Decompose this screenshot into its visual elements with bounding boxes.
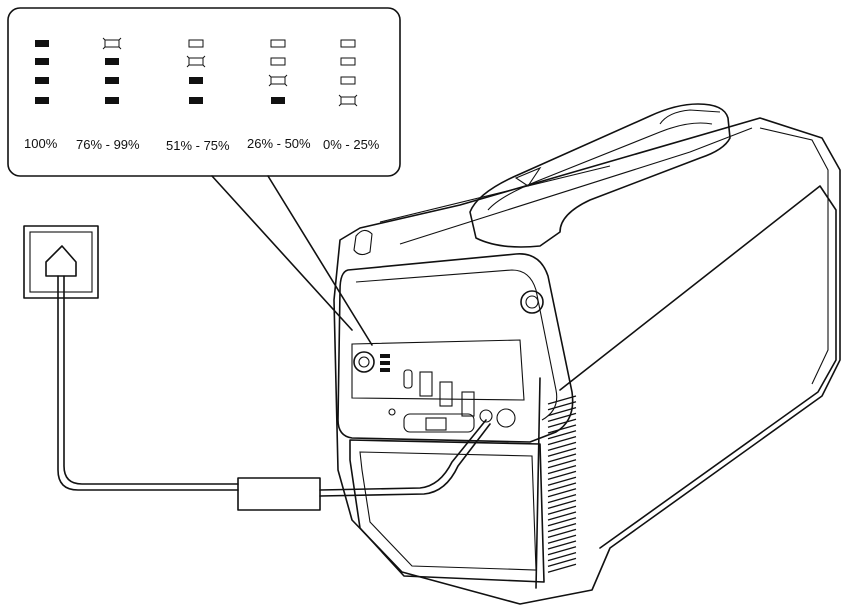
indicator-bar-solid: [105, 97, 119, 104]
indicator-bar-solid: [189, 97, 203, 104]
blink-mark: [118, 37, 122, 41]
level-label-1: 100%: [24, 136, 58, 151]
vent-slot: [547, 395, 577, 405]
indicator-bar-solid: [189, 77, 203, 84]
blink-mark: [102, 37, 106, 41]
blink-mark: [202, 64, 206, 68]
level-label-5: 0% - 25%: [323, 137, 380, 152]
vent-slot: [547, 499, 577, 510]
vent-slot: [547, 476, 577, 486]
blink-mark: [284, 83, 288, 87]
vent-slot: [547, 453, 577, 463]
power-adapter: [237, 477, 321, 511]
blink-mark: [186, 55, 190, 59]
vent-slot: [547, 424, 577, 434]
level-label-3: 51% - 75%: [166, 138, 230, 153]
battery-indicator-icon: [380, 354, 390, 372]
vent-slot: [547, 482, 577, 492]
vent-slot: [547, 430, 577, 440]
vent-slot: [547, 401, 577, 411]
vent-slot: [547, 459, 577, 469]
blink-mark: [268, 74, 272, 78]
indicator-bar-blink: [188, 57, 204, 66]
vent-slot: [547, 505, 577, 515]
indicator-bar-blink: [270, 76, 286, 85]
level-label-4: 26% - 50%: [247, 136, 311, 151]
vent-slot: [547, 522, 577, 533]
output-ports: [388, 369, 516, 433]
vent-slot: [547, 447, 577, 457]
battery-level-legend: [7, 7, 401, 177]
charging-cable: [57, 275, 491, 511]
side-vents: [547, 395, 577, 573]
blink-mark: [354, 103, 358, 107]
level-label-2: 76% - 99%: [76, 137, 140, 152]
indicator-bar-solid: [105, 58, 119, 65]
indicator-bar-off: [340, 39, 356, 48]
wall-socket-icon: [23, 225, 99, 299]
vent-slot: [547, 511, 577, 521]
vent-slot: [547, 546, 577, 556]
vent-slot: [547, 406, 577, 417]
indicator-bar-solid: [35, 58, 49, 65]
indicator-bar-solid: [35, 40, 49, 47]
blink-mark: [202, 55, 206, 59]
power-station: [333, 103, 841, 605]
vent-slot: [547, 488, 577, 498]
indicator-bar-blink: [104, 39, 120, 48]
vent-slot: [547, 418, 577, 428]
vent-slot: [547, 493, 577, 504]
blink-mark: [338, 103, 342, 107]
blink-mark: [102, 46, 106, 50]
blink-mark: [338, 94, 342, 98]
blink-mark: [186, 64, 190, 68]
vent-slot: [547, 551, 577, 562]
indicator-bar-blink: [340, 96, 356, 105]
vent-slot: [547, 557, 577, 568]
blink-mark: [354, 94, 358, 98]
vent-slot: [547, 435, 577, 446]
vent-slot: [547, 412, 577, 423]
indicator-bar-solid: [35, 97, 49, 104]
indicator-bar-off: [340, 76, 356, 85]
vent-slot: [547, 441, 577, 452]
blink-mark: [268, 83, 272, 87]
indicator-bar-solid: [105, 77, 119, 84]
callout-lines: [211, 175, 373, 346]
indicator-bar-solid: [35, 77, 49, 84]
indicator-bar-solid: [271, 97, 285, 104]
indicator-bar-off: [270, 57, 286, 66]
vent-slot: [547, 563, 577, 573]
indicator-bar-off: [340, 57, 356, 66]
vent-slot: [547, 528, 577, 539]
vent-slot: [547, 517, 577, 527]
indicator-bar-off: [270, 39, 286, 48]
power-button-icon: [353, 351, 375, 373]
vent-slot: [547, 464, 577, 475]
vent-slot: [547, 470, 577, 481]
blink-mark: [284, 74, 288, 78]
blink-mark: [118, 46, 122, 50]
vent-slot: [547, 540, 577, 550]
indicator-bar-off: [188, 39, 204, 48]
vent-slot: [547, 534, 577, 544]
